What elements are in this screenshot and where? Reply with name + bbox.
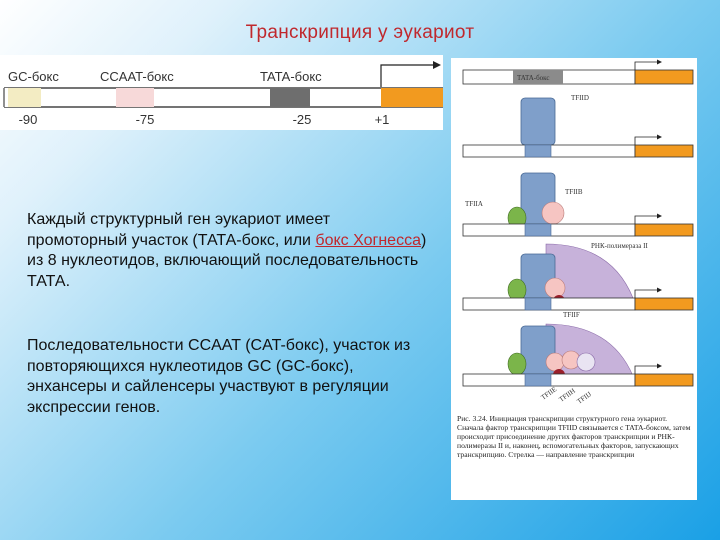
tata-box-label: TATA-бокс	[260, 69, 322, 84]
gc-box	[8, 88, 41, 107]
pos-minus90: -90	[19, 112, 38, 127]
promoter-diagram: GC-бокс CCAAT-бокс TATA-бокс -90 -75 -25…	[0, 55, 443, 130]
ccaat-box-label: CCAAT-бокс	[100, 69, 174, 84]
figure-caption: Рис. 3.24. Инициация транскрипции структ…	[457, 414, 693, 459]
tfiib-factor	[542, 202, 564, 224]
promoter-svg: GC-бокс CCAAT-бокс TATA-бокс -90 -75 -25…	[0, 55, 443, 130]
paragraph-2: Последовательности CCAAT (CAT-бокс), уча…	[27, 336, 427, 418]
p1-text-before: Каждый структурный ген эукариот имеет пр…	[27, 211, 330, 249]
pos-plus1: +1	[375, 112, 390, 127]
tfiif-label: TFIIF	[563, 311, 580, 319]
rna-pol-label: РНК-полимераза II	[591, 242, 648, 250]
row-complex: TFIIE TFIIH TFIIJ	[463, 324, 693, 406]
tfiid-factor	[521, 98, 555, 145]
row-dna: TATA-бокс	[463, 60, 693, 85]
fig-tata-label: TATA-бокс	[517, 74, 550, 82]
row-tfiid	[463, 98, 693, 157]
transcription-figure: TATA-бокс TFIID TFIIB TFIIA	[451, 58, 697, 500]
tfiid-label-1: TFIID	[571, 94, 589, 102]
tfiij-label: TFIIJ	[576, 390, 594, 406]
ccaat-box	[116, 88, 154, 107]
figure-svg: TATA-бокс TFIID TFIIB TFIIA	[451, 58, 697, 414]
row-tfiib: TFIIB TFIIA	[463, 173, 693, 236]
tfiie-label: TFIIE	[540, 385, 559, 401]
gene-region	[381, 88, 443, 107]
arrow-head-icon	[433, 61, 441, 69]
paragraph-1: Каждый структурный ген эукариот имеет пр…	[27, 210, 427, 292]
hogness-box-link[interactable]: бокс Хогнесса	[315, 232, 421, 249]
tfiib-label: TFIIB	[565, 188, 583, 196]
row-polymerase: РНК-полимераза II TFIIF	[463, 242, 693, 319]
pos-minus25: -25	[293, 112, 312, 127]
tfiih-label: TFIIH	[558, 387, 577, 404]
pos-minus75: -75	[136, 112, 155, 127]
tata-box	[270, 88, 310, 107]
start-arrow	[381, 65, 433, 87]
tfiia-label: TFIIA	[465, 200, 483, 208]
slide-title: Транскрипция у эукариот	[0, 22, 720, 44]
gc-box-label: GC-бокс	[8, 69, 59, 84]
